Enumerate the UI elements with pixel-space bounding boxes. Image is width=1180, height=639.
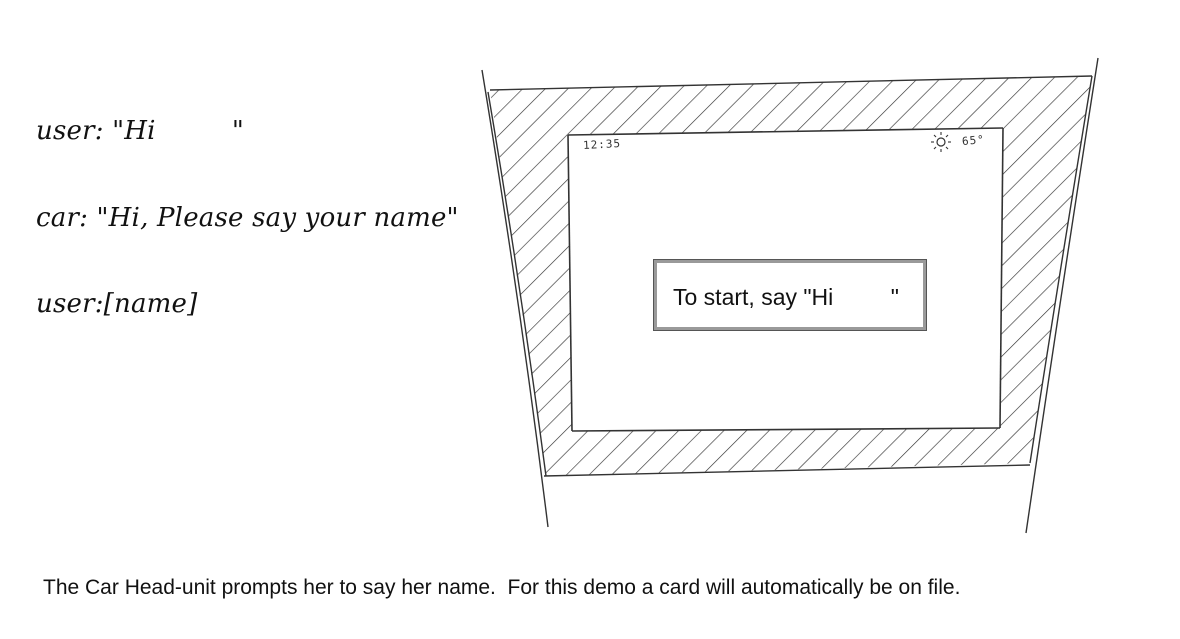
dialog-line-user-greeting: user: "Hi " [36, 116, 245, 146]
voice-prompt-text: To start, say "Hi " [673, 284, 899, 310]
voice-prompt-card: To start, say "Hi " [653, 259, 927, 331]
screen-outline [567, 127, 1004, 432]
screen-bezel-outline [487, 75, 1093, 477]
temperature-display: 65° [961, 132, 986, 149]
sun-icon [930, 131, 952, 153]
dashboard-outline [481, 57, 1099, 534]
dialog-line-car-response: car: "Hi, Please say your name" [36, 203, 459, 233]
slide-caption: The Car Head-unit prompts her to say her… [43, 576, 961, 599]
dialog-line-user-name: user:[name] [36, 289, 198, 319]
clock-display: 12:35 [582, 137, 622, 152]
